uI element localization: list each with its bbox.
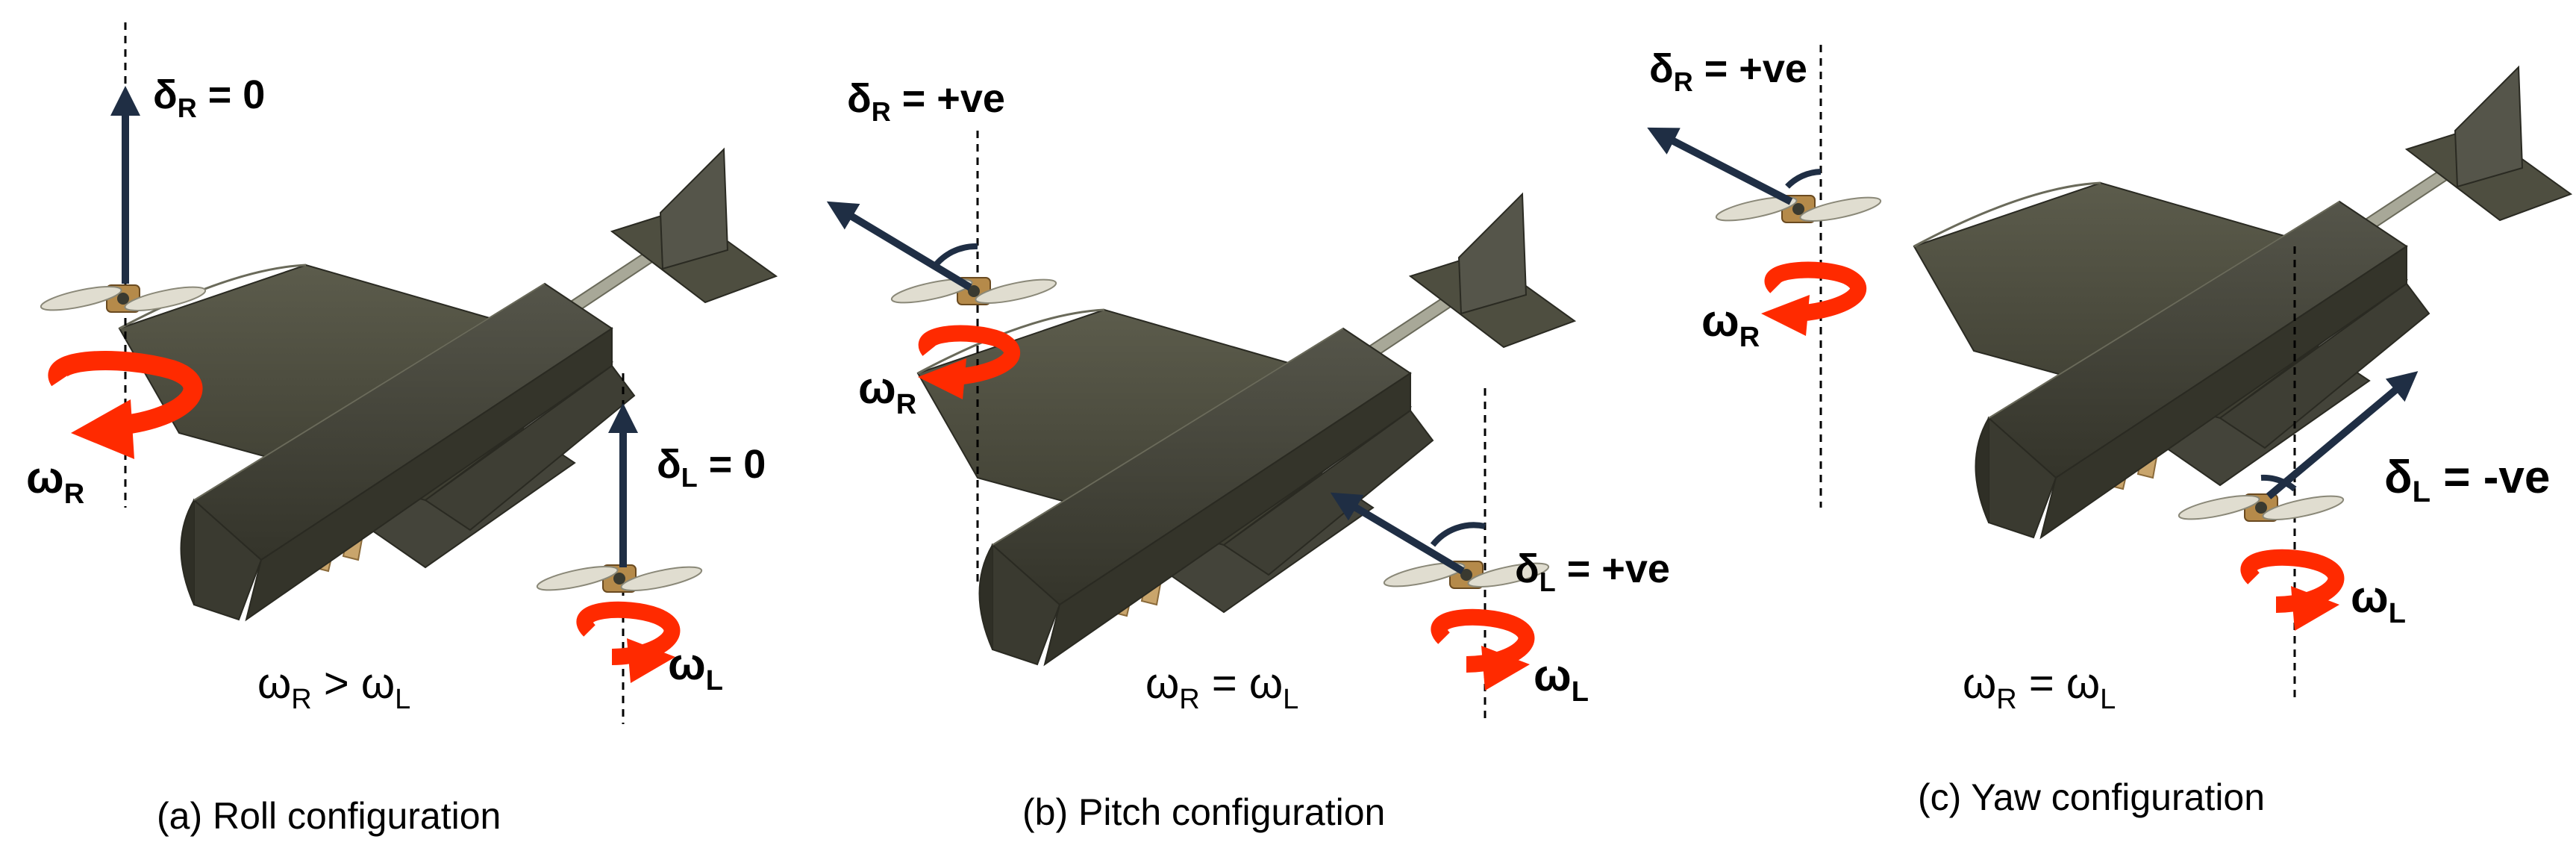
panel-roll: δR = 0 δL = 0 ωR ωL ωR > ωL (a) Roll con… — [26, 22, 778, 837]
tilt-arc-right — [1785, 169, 1822, 189]
rotation-arrow-left — [2240, 549, 2345, 631]
label-omega-r: ωR — [26, 452, 84, 510]
label-delta-r: δR = +ve — [847, 76, 1005, 127]
label-omega-r: ωR — [858, 363, 916, 420]
rotation-arrow-left — [576, 601, 681, 683]
tilt-arc-left — [2260, 474, 2297, 492]
label-delta-l: δL = -ve — [2384, 452, 2550, 508]
caption-yaw: (c) Yaw configuration — [1918, 776, 2265, 818]
thrust-arrow-right — [826, 201, 972, 291]
label-delta-r: δR = +ve — [1649, 46, 1807, 97]
rotation-arrow-left — [1431, 608, 1535, 691]
label-omega-l: ωL — [1534, 650, 1589, 708]
motor-right — [1713, 191, 1883, 227]
label-omega-l: ωL — [668, 639, 723, 696]
label-omega-r: ωR — [1701, 296, 1760, 353]
label-delta-r: δR = 0 — [153, 72, 265, 123]
motor-left — [2176, 490, 2346, 526]
panel-yaw: δR = +ve δL = -ve ωR ωL ωR = ωL (c) Yaw … — [1647, 45, 2572, 818]
rotation-arrow-right — [918, 325, 1020, 399]
thrust-arrow-left — [1330, 492, 1465, 575]
rotation-arrow-right — [48, 351, 203, 459]
label-delta-l: δL = +ve — [1515, 546, 1670, 597]
tilt-arc-left — [1430, 522, 1486, 547]
motor-right — [889, 273, 1059, 309]
label-omega-l: ωL — [2351, 572, 2406, 629]
panel-pitch: δR = +ve δL = +ve ωR ωL ωR = ωL (b) Pitc… — [826, 76, 1670, 833]
rotation-arrow-right — [1761, 261, 1866, 336]
aircraft-roll — [118, 148, 778, 621]
relation-roll: ωR > ωL — [257, 659, 410, 715]
relation-pitch: ωR = ωL — [1145, 659, 1298, 715]
label-delta-l: δL = 0 — [657, 442, 766, 493]
relation-yaw: ωR = ωL — [1963, 659, 2116, 715]
caption-pitch: (b) Pitch configuration — [1022, 791, 1385, 833]
caption-roll: (a) Roll configuration — [157, 795, 501, 837]
thrust-arrow-right — [1647, 127, 1793, 205]
aircraft-pitch — [916, 193, 1576, 666]
thrust-arrow-left — [2266, 371, 2419, 499]
